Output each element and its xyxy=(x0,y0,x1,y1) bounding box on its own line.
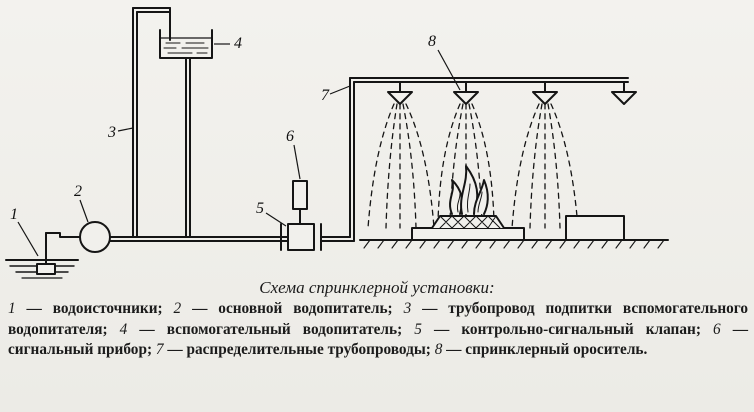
auxiliary-supply-pipe xyxy=(132,7,171,238)
label-2: 2 xyxy=(74,183,82,200)
legend-number: 3 xyxy=(403,300,412,317)
legend-number: 6 xyxy=(712,320,721,338)
legend-number: 8 xyxy=(434,341,443,358)
floor-object xyxy=(565,215,625,241)
legend-text: — распределительные трубопроводы; xyxy=(163,341,435,358)
legend-number: 1 xyxy=(8,300,16,317)
distribution-pipes xyxy=(320,77,629,242)
legend-text: — вспомогательный водопитатель; xyxy=(127,320,415,338)
legend-text: — сигнальный прибор; xyxy=(8,320,748,359)
label-3: 3 xyxy=(107,124,116,141)
legend-text: — спринклерный ороситель. xyxy=(442,341,648,358)
legend-text: — основной водопитатель; xyxy=(181,300,404,317)
auxiliary-tank xyxy=(159,29,213,238)
main-feeder-pump xyxy=(79,221,111,253)
label-4: 4 xyxy=(234,35,242,52)
fire-source xyxy=(411,165,525,241)
water-spray xyxy=(367,103,579,229)
label-8: 8 xyxy=(428,33,436,50)
legend-number: 2 xyxy=(173,300,182,317)
label-6: 6 xyxy=(286,128,294,145)
label-1: 1 xyxy=(10,206,18,223)
legend-number: 4 xyxy=(119,320,128,338)
legend-text: — контрольно-сигнальный клапан; xyxy=(421,320,713,338)
label-7: 7 xyxy=(321,87,330,104)
sprinkler-diagram: 1 2 3 4 5 6 7 8 xyxy=(5,7,669,279)
control-signal-valve xyxy=(280,223,322,251)
legend-text: — трубопровод подпитки вспомогательного … xyxy=(8,300,748,338)
legend-number: 5 xyxy=(414,320,422,338)
label-5: 5 xyxy=(256,200,264,217)
sprinkler-heads xyxy=(387,91,637,105)
figure-legend: 1 — водоисточники; 2 — основной водопита… xyxy=(8,299,748,361)
water-source xyxy=(5,232,79,279)
figure-caption: Схема спринклерной установки: xyxy=(259,278,495,297)
legend-text: — водоисточники; xyxy=(15,300,174,317)
legend-number: 7 xyxy=(155,341,164,358)
signal-device xyxy=(292,180,308,225)
